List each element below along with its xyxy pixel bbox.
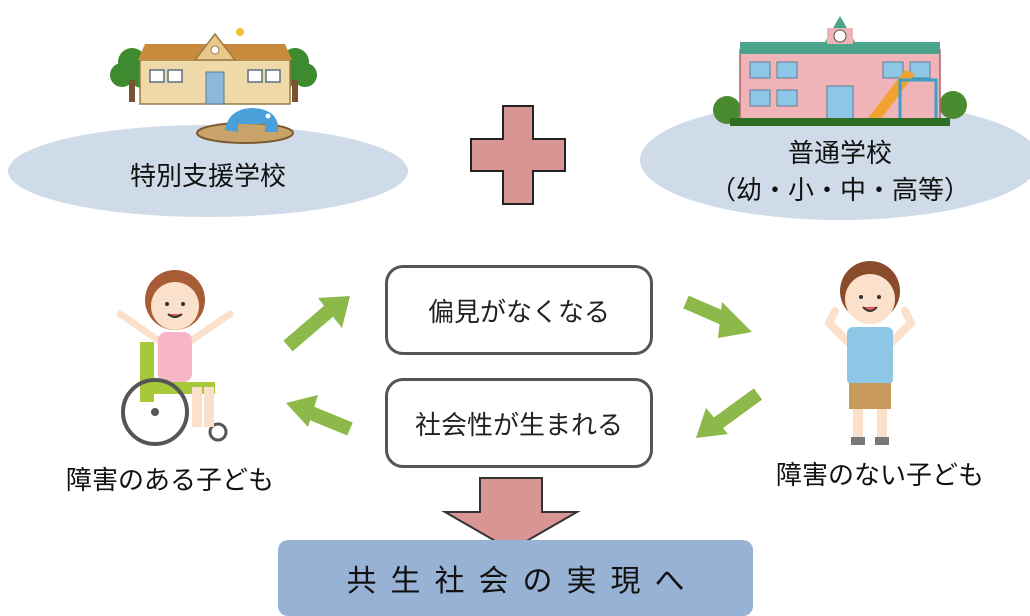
down-arrow <box>441 477 581 552</box>
arrow-up-right-left <box>283 296 350 352</box>
child-with-disability-illustration <box>116 270 234 446</box>
arrow-left-left <box>286 395 353 436</box>
arrow-down-right-right <box>683 295 752 338</box>
child-without-disability-illustration <box>824 261 916 445</box>
top-effect-text: 偏見がなくなる <box>427 297 610 328</box>
child-with-disability-label: 障害のある子ども <box>65 466 274 496</box>
arrow-down-left-right <box>696 388 763 438</box>
top-effect-box: 偏見がなくなる <box>385 265 653 355</box>
goal-text: 共生社会の実現へ <box>346 564 699 599</box>
right-school-label-line1: 普通学校 <box>787 139 892 169</box>
child-without-disability-label: 障害のない子ども <box>775 461 984 491</box>
bottom-effect-text: 社会性が生まれる <box>414 410 623 441</box>
left-school-label: 特別支援学校 <box>129 162 286 192</box>
special-support-school-illustration <box>110 28 317 144</box>
bottom-effect-box: 社会性が生まれる <box>385 378 653 468</box>
regular-school-illustration <box>713 16 967 126</box>
goal-banner: 共生社会の実現へ <box>278 540 753 616</box>
right-school-label-line2: （幼・小・中・高等） <box>710 176 971 206</box>
plus-icon <box>470 105 566 205</box>
